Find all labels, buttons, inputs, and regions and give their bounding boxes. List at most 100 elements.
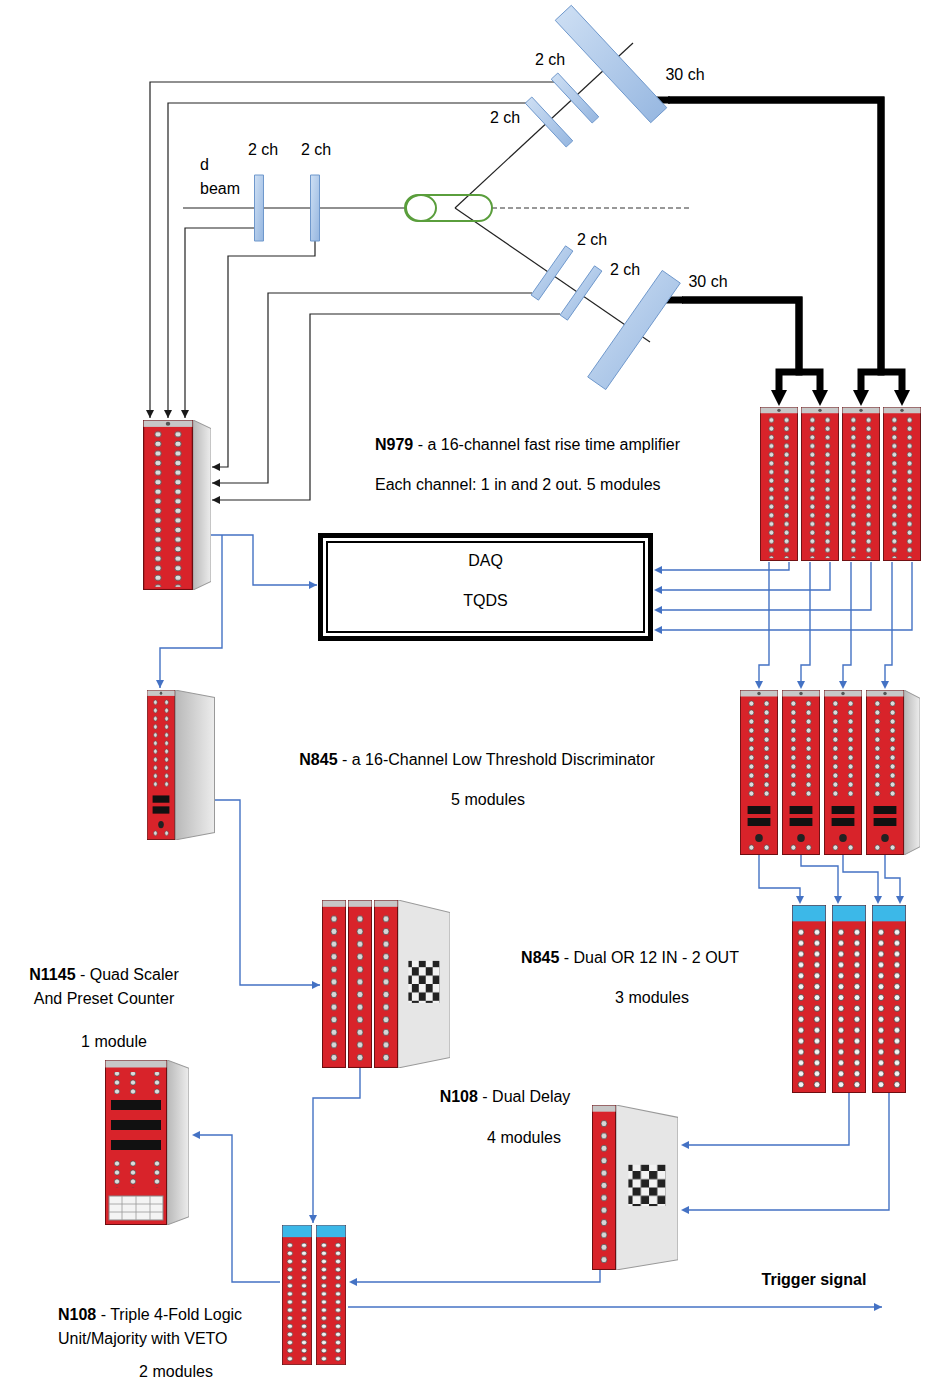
- module-count: 1 module: [81, 1030, 147, 1054]
- beam-line: [183, 207, 405, 208]
- signal-wire: [150, 82, 557, 418]
- module-side: [175, 690, 215, 840]
- nim-module: [616, 1105, 678, 1270]
- module-caption: N845 - a 16-Channel Low Threshold Discri…: [299, 748, 654, 772]
- module-caption: N108 - Triple 4-Fold Logic Unit/Majority…: [58, 1303, 276, 1351]
- signal-line: [662, 562, 912, 630]
- target-cell: [405, 195, 492, 221]
- nim-module: [866, 691, 903, 855]
- module-picture: [790, 905, 908, 1093]
- signal-line: [357, 1270, 600, 1282]
- annotation: Trigger signal: [762, 1268, 867, 1292]
- delay-module: [323, 901, 346, 1068]
- detector-shape: [309, 174, 321, 242]
- cable-line: [682, 300, 820, 390]
- signal-arrow: [215, 800, 320, 985]
- signal-line: [843, 562, 851, 681]
- drawing-part: [200, 100, 912, 1282]
- detector-shape: [550, 71, 600, 125]
- module-picture: [105, 1060, 191, 1225]
- signal-line: [759, 562, 769, 681]
- detector-shape: [530, 244, 574, 302]
- signal-connector: [759, 855, 900, 896]
- signal-line: [689, 1093, 889, 1210]
- detector-bar: 2 ch: [550, 71, 600, 125]
- channel-count: 2 ch: [490, 106, 520, 130]
- detector-shape: [554, 4, 668, 124]
- nim-module: [316, 1225, 345, 1364]
- nim-module: [760, 407, 797, 560]
- module-count: 3 modules: [615, 986, 689, 1010]
- cable-line: [668, 100, 881, 390]
- module-picture: [280, 1225, 348, 1365]
- detector-array: 30 ch: [554, 4, 668, 124]
- module-picture: [738, 690, 922, 855]
- signal-line: [885, 562, 892, 681]
- signal-line: [662, 562, 871, 610]
- scaler-module: N1145 - Quad Scaler And Preset Counter1 …: [105, 1060, 191, 1225]
- nim-module: [873, 905, 906, 1092]
- nim-module: [740, 691, 777, 855]
- detector-bar: [588, 270, 681, 389]
- cable-line: [668, 100, 902, 390]
- signal-line: [885, 855, 900, 896]
- module-description: - a 16-channel fast rise time amplifier: [413, 436, 680, 453]
- module-count: Each channel: 1 in and 2 out. 5 modules: [375, 473, 661, 497]
- detector-bar: [560, 266, 602, 320]
- daq-box: DAQ TQDS: [318, 533, 653, 641]
- channel-count: 2 ch: [577, 228, 607, 252]
- module-description: - Dual OR 12 IN - 2 OUT: [559, 949, 739, 966]
- detector-bar: 2 ch: [309, 174, 321, 242]
- module-caption: N1145 - Quad Scaler And Preset Counter: [18, 963, 190, 1011]
- box-label: TQDS: [463, 589, 507, 613]
- module-side: [193, 420, 211, 590]
- module-code: N1145: [29, 966, 75, 983]
- nim-module: [904, 690, 920, 855]
- channel-count: 2 ch: [301, 138, 331, 162]
- detector-shape: [253, 174, 265, 242]
- signal-line: [662, 562, 789, 570]
- signal-arrow: [160, 535, 222, 688]
- or-modules: N845 - Dual OR 12 IN - 2 OUT3 modules: [790, 905, 908, 1093]
- signal-line: [200, 1135, 280, 1282]
- detector-bar: [525, 97, 573, 147]
- nim-module: [593, 1106, 616, 1270]
- arm-line: [455, 208, 650, 342]
- detector-bar: 2 ch: [253, 174, 265, 242]
- nim-module: [801, 407, 838, 560]
- logic-modules: N108 - Triple 4-Fold Logic Unit/Majority…: [280, 1225, 348, 1365]
- nim-module: [282, 1225, 311, 1364]
- discriminator-modules: N845 - a 16-Channel Low Threshold Discri…: [738, 690, 922, 855]
- detector-bar: [311, 175, 320, 241]
- module-picture: [590, 1105, 680, 1270]
- box-label: DAQ: [468, 549, 503, 573]
- module-code: N845: [521, 949, 559, 966]
- trigger-arrow: [348, 1306, 882, 1307]
- beam-dashed-line: [492, 207, 690, 208]
- signal-line: [801, 562, 810, 681]
- nim-module: [167, 1060, 189, 1225]
- target-cell: [406, 195, 436, 221]
- detector-shape: [559, 264, 603, 322]
- signal-wire: [212, 293, 532, 483]
- nim-module: [833, 905, 866, 1092]
- signal-line: [662, 562, 830, 590]
- signal-line: [801, 855, 838, 896]
- module-description: - a 16-Channel Low Threshold Discriminat…: [338, 751, 655, 768]
- module-count: 4 modules: [487, 1126, 561, 1150]
- signal-wire: [212, 314, 560, 500]
- detector-bar: 2 ch: [524, 95, 574, 149]
- nim-module: [106, 1061, 167, 1225]
- module-code: N979: [375, 436, 413, 453]
- channel-count: 30 ch: [688, 270, 727, 294]
- nim-module: [883, 407, 920, 560]
- detector-bar: [255, 175, 264, 241]
- signal-wire: [168, 103, 528, 418]
- module-side: [398, 900, 450, 1068]
- detector-bar: 2 ch: [559, 264, 603, 322]
- delay-module: N108 - Dual Delay4 modules: [590, 1105, 680, 1270]
- signal-line: [689, 1093, 849, 1145]
- module-code: N845: [299, 751, 337, 768]
- module-caption: N108 - Dual Delay: [440, 1085, 571, 1109]
